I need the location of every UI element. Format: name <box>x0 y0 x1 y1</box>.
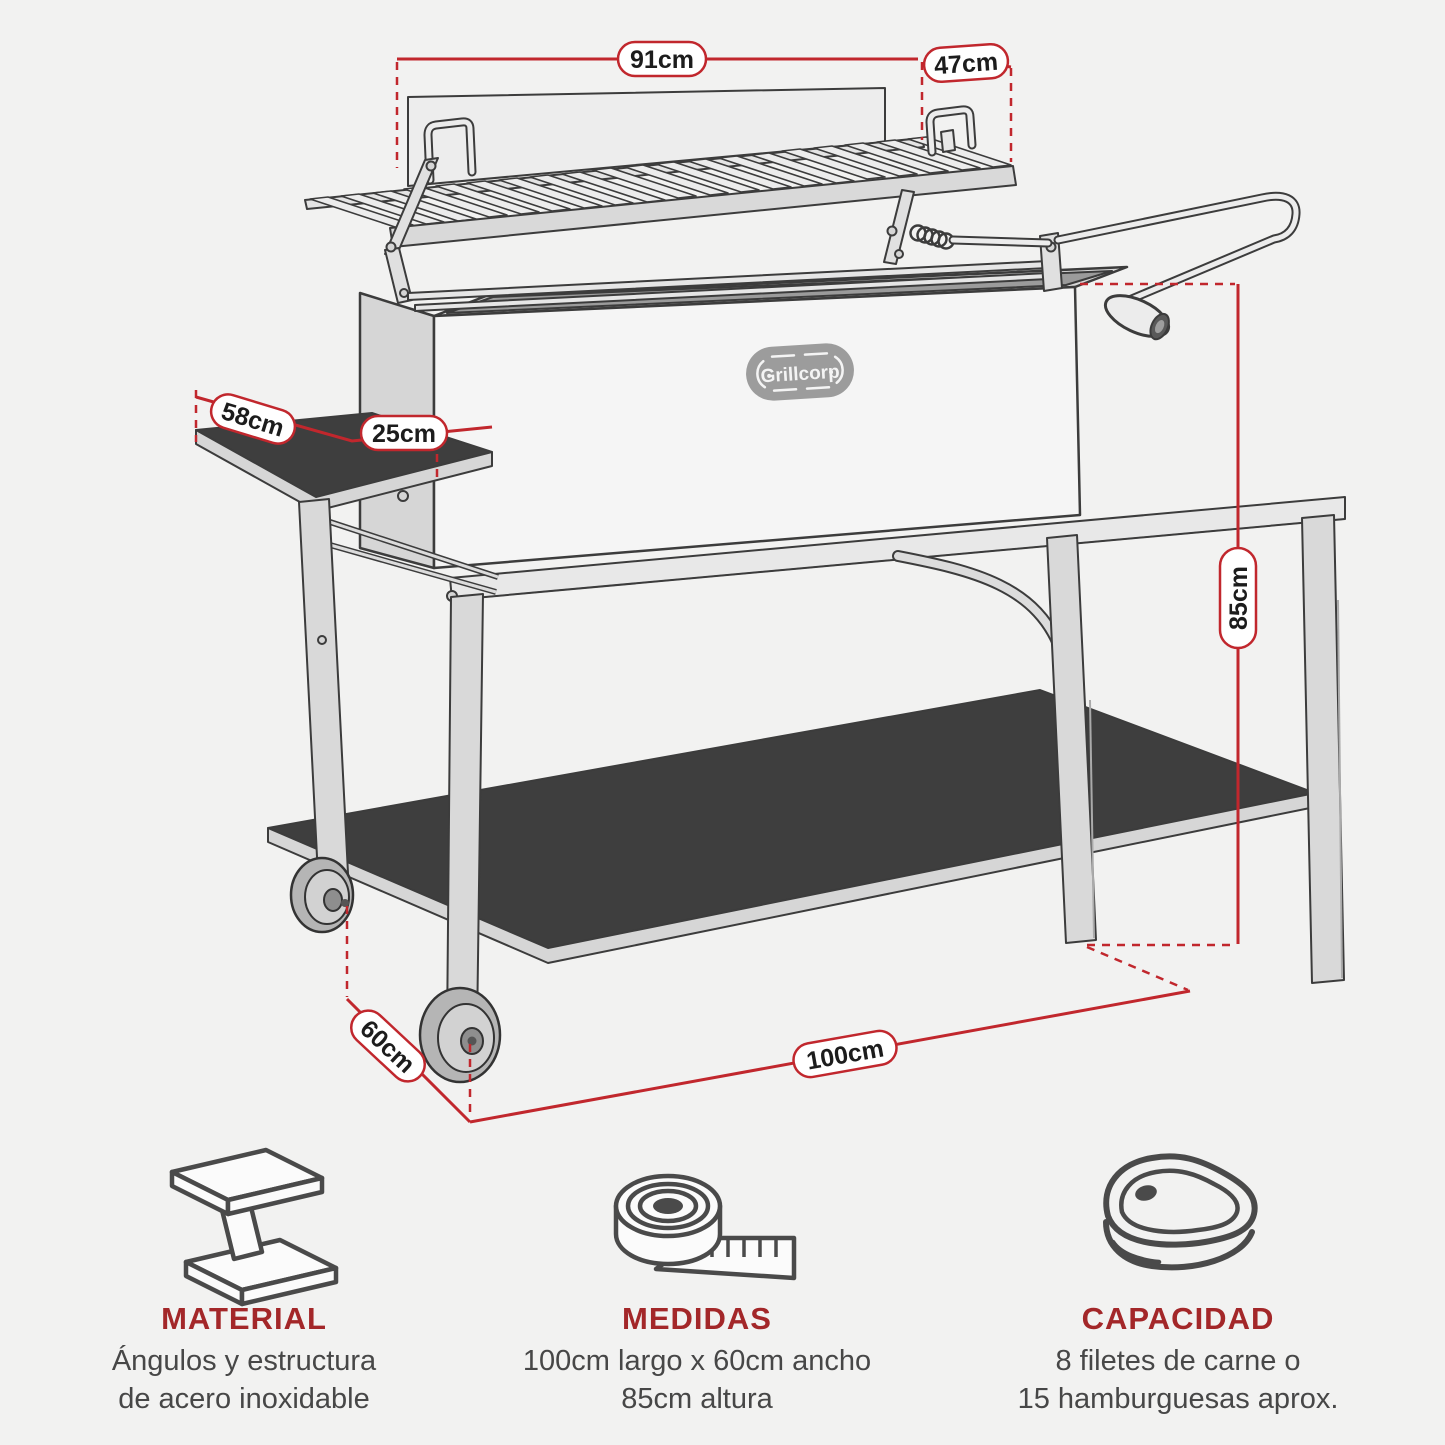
feature-capacidad-line-1: 8 filetes de carne o <box>1055 1345 1300 1377</box>
lower-shelf <box>267 689 1316 964</box>
wheel-rear-left <box>289 856 355 934</box>
firebox <box>358 265 1129 570</box>
grate-handle-left <box>423 117 477 185</box>
dimension-label-grate-width: 91cm <box>630 46 694 74</box>
dimension-label-side-table-width: 25cm <box>372 420 436 448</box>
feature-medidas-line-2: 85cm altura <box>621 1383 773 1415</box>
feature-capacidad-line-2: 15 hamburguesas aprox. <box>1018 1383 1339 1415</box>
leg-front-center <box>446 593 484 1036</box>
feature-medidas: MEDIDAS 100cm largo x 60cm ancho 85cm al… <box>523 1173 871 1415</box>
dimension-label-grate-depth: 47cm <box>933 48 999 80</box>
feature-medidas-line-1: 100cm largo x 60cm ancho <box>523 1345 871 1377</box>
feature-material-line-1: Ángulos y estructura <box>112 1344 377 1377</box>
dimension-annotations: 91cm 47cm 58cm 25cm <box>194 40 1258 1124</box>
grill-illustration: Grillcorp <box>195 87 1346 1084</box>
lift-link-bars <box>407 260 1049 312</box>
feature-material-line-2: de acero inoxidable <box>118 1383 370 1415</box>
dimension-base-length: 100cm <box>469 945 1191 1124</box>
crank-knob <box>1103 294 1171 341</box>
dimension-label-height: 85cm <box>1225 566 1253 630</box>
feature-capacidad: CAPACIDAD 8 filetes de carne o 15 hambur… <box>1018 1153 1339 1415</box>
legs <box>298 498 1345 1036</box>
i-beam-icon <box>169 1147 339 1307</box>
feature-capacidad-title: CAPACIDAD <box>1082 1301 1275 1336</box>
measuring-tape-icon <box>613 1173 797 1281</box>
crank-assembly <box>948 191 1301 341</box>
grate-handle-right <box>925 105 977 157</box>
firebox-front-face <box>432 285 1082 570</box>
leg-rear-right <box>1046 534 1097 944</box>
feature-material-title: MATERIAL <box>161 1301 327 1336</box>
dimension-height: 85cm <box>1080 282 1258 947</box>
dimension-grate-depth: 47cm <box>920 43 1013 162</box>
feature-material: MATERIAL Ángulos y estructura de acero i… <box>112 1147 377 1415</box>
dimension-side-table: 58cm 25cm <box>194 390 493 478</box>
support-bracket <box>892 550 1068 661</box>
features-section: MATERIAL Ángulos y estructura de acero i… <box>112 1147 1339 1415</box>
feature-medidas-title: MEDIDAS <box>622 1301 772 1336</box>
wheels <box>289 856 502 1084</box>
leg-front-right <box>1301 514 1345 984</box>
crank-bracket <box>1039 232 1063 292</box>
brand-logo: Grillcorp <box>746 343 854 401</box>
brand-logo-text: Grillcorp <box>760 362 840 388</box>
wheel-front-center <box>418 986 502 1084</box>
dimension-grate-width: 91cm <box>395 40 918 168</box>
steak-icon <box>1103 1153 1258 1271</box>
